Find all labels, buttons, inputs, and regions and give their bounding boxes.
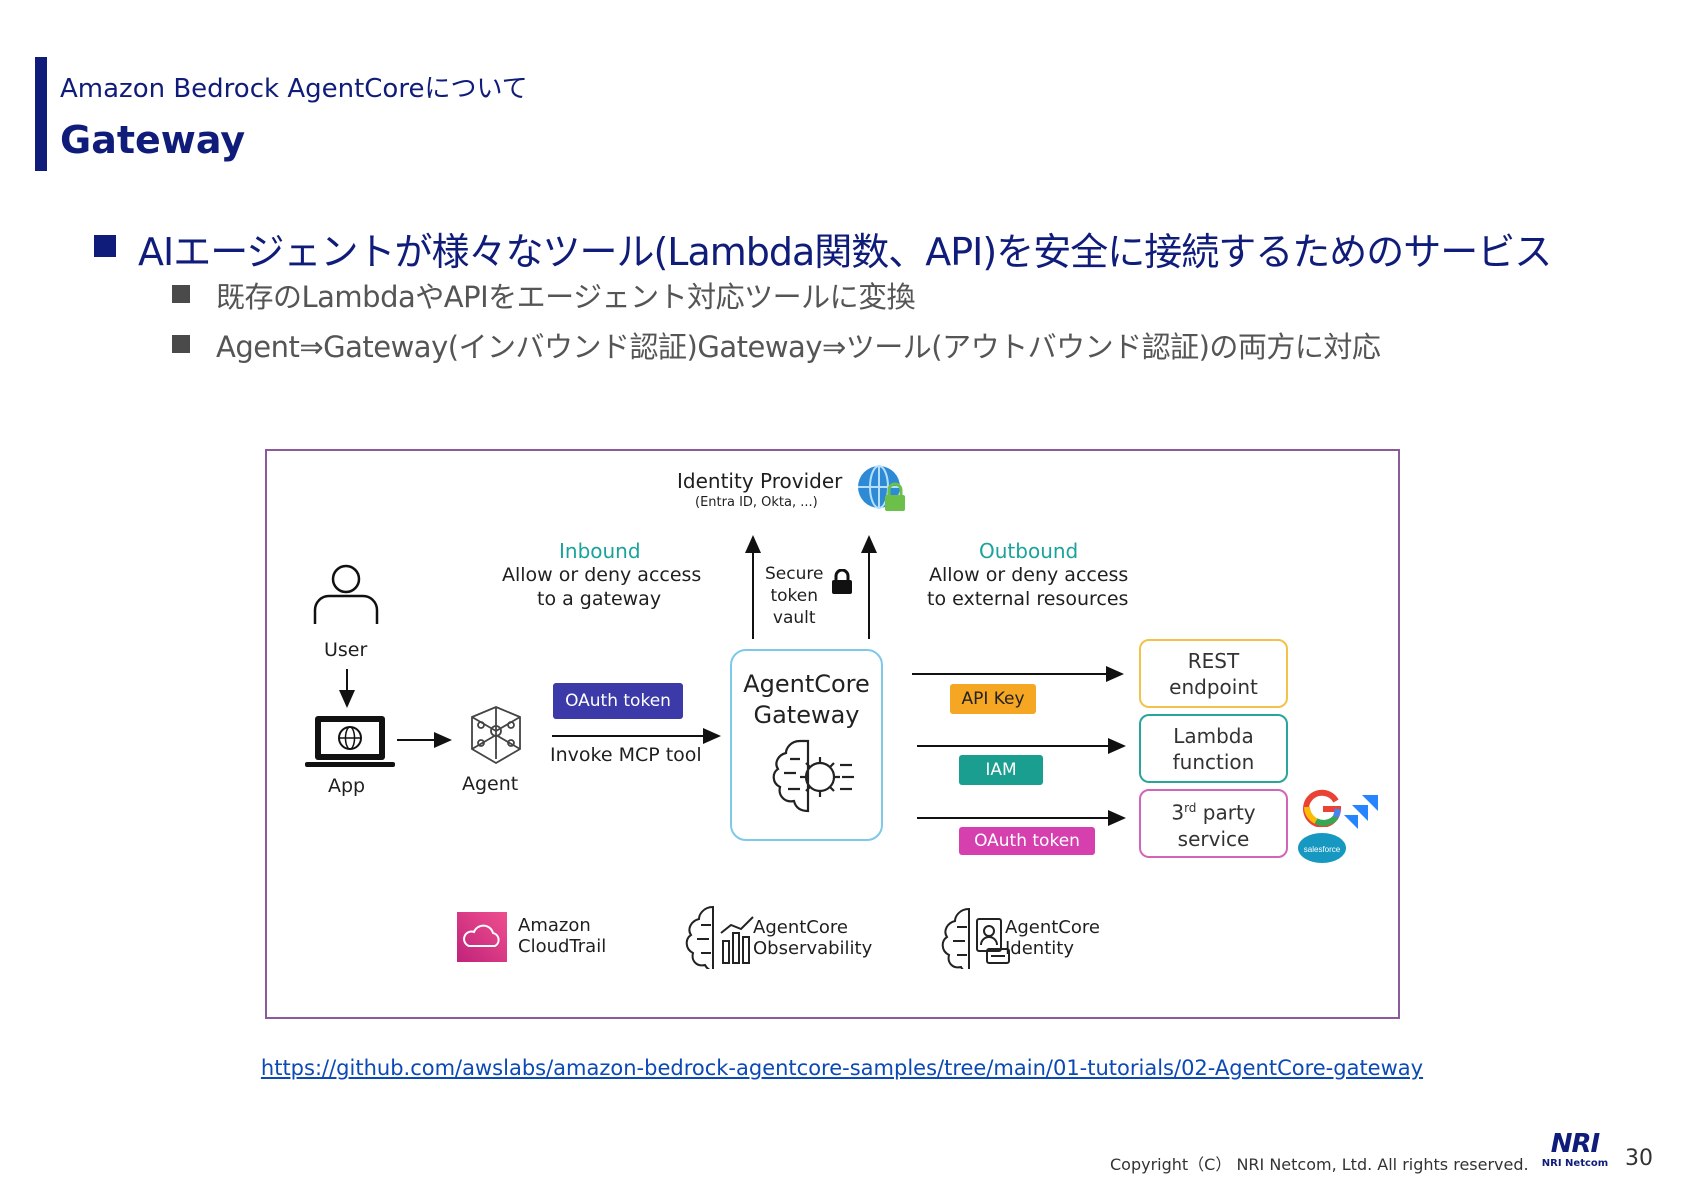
observability-line2: Observability	[753, 938, 873, 959]
sub-bullet-square-icon	[172, 335, 190, 353]
iam-badge: IAM	[959, 755, 1043, 785]
vault-line3: vault	[772, 608, 816, 628]
agent-label: Agent	[462, 773, 519, 795]
main-bullet-text: AIエージェントが様々なツール(Lambda関数、API)を安全に接続するための…	[138, 230, 1552, 274]
third-party-service-target: 3rd party service	[1139, 789, 1288, 858]
outbound-title: Outbound	[979, 539, 1079, 563]
api-key-badge: API Key	[950, 684, 1036, 714]
oauth-token-outbound-badge: OAuth token	[959, 827, 1095, 855]
inbound-title: Inbound	[559, 539, 641, 563]
vault-line2: token	[770, 586, 818, 606]
outbound-desc-line2: to external resources	[927, 588, 1129, 610]
diagram-connectors	[339, 535, 1126, 826]
rest-endpoint-target: REST endpoint	[1139, 639, 1288, 708]
sub-bullet-text: Agent⇒Gateway(インバウンド認証)Gateway⇒ツール(アウトバウ…	[216, 330, 1381, 364]
copyright-text: Copyright（C） NRI Netcom, Ltd. All rights…	[1110, 1155, 1529, 1174]
sub-bullet-text: 既存のLambdaやAPIをエージェント対応ツールに変換	[216, 280, 916, 314]
third-sup: rd	[1184, 801, 1197, 816]
user-icon	[313, 564, 379, 624]
vault-line1: Secure	[765, 564, 824, 584]
nri-netcom-logo: NRI NRI Netcom	[1540, 1130, 1610, 1170]
third-num: 3	[1171, 800, 1185, 825]
inbound-desc-line1: Allow or deny access	[502, 564, 702, 586]
identity-provider-title: Identity Provider	[677, 469, 843, 493]
observability-label: AgentCore Observability	[753, 917, 872, 959]
cloudtrail-line1: Amazon	[518, 915, 591, 936]
page-number: 30	[1625, 1146, 1653, 1171]
nri-logo-text: NRI Netcom	[1541, 1158, 1609, 1169]
nri-logo-mark: NRI	[1550, 1129, 1600, 1159]
third-line2: service	[1177, 826, 1250, 851]
salesforce-logo-text: salesforce	[1304, 845, 1341, 854]
cloudtrail-line2: CloudTrail	[518, 936, 607, 957]
user-label: User	[324, 639, 368, 661]
outbound-desc-line1: Allow or deny access	[929, 564, 1129, 586]
agentcore-observability-icon	[685, 905, 754, 969]
oauth-token-inbound-badge: OAuth token	[553, 683, 683, 719]
cloudtrail-icon	[457, 912, 507, 962]
identity-provider-sub: (Entra ID, Okta, ...)	[695, 495, 818, 510]
third-rest: party	[1196, 800, 1256, 825]
salesforce-logo-icon: salesforce	[1298, 833, 1346, 863]
rest-line2: endpoint	[1169, 674, 1258, 699]
agent-brain-icon	[471, 706, 521, 765]
lambda-line2: function	[1172, 749, 1255, 774]
jira-logo-icon	[1344, 795, 1378, 829]
invoke-mcp-tool-label: Invoke MCP tool	[550, 744, 702, 766]
lambda-line1: Lambda	[1173, 723, 1254, 748]
app-label: App	[328, 775, 366, 797]
gateway-architecture-diagram: Identity Provider (Entra ID, Okta, ...) …	[265, 449, 1400, 1019]
header-accent-bar	[35, 57, 47, 171]
identity-provider-globe-icon	[858, 465, 905, 511]
github-samples-link[interactable]: https://github.com/awslabs/amazon-bedroc…	[260, 1056, 1424, 1080]
identity-line2: Identity	[1005, 938, 1074, 959]
lambda-function-target: Lambda function	[1139, 714, 1288, 783]
lock-icon	[832, 569, 852, 594]
rest-line1: REST	[1187, 648, 1240, 673]
agentcore-gateway-box: AgentCore Gateway	[730, 649, 883, 841]
cloudtrail-label: Amazon CloudTrail	[518, 915, 606, 957]
identity-line1: AgentCore	[1005, 917, 1100, 938]
gateway-line2: Gateway	[753, 701, 860, 729]
bullet-square-icon	[94, 235, 116, 257]
gateway-brain-gear-icon	[772, 739, 854, 813]
observability-line1: AgentCore	[753, 917, 848, 938]
gateway-line1: AgentCore	[743, 670, 870, 698]
sub-bullet-square-icon	[172, 285, 190, 303]
slide-subtitle: Amazon Bedrock AgentCoreについて	[60, 74, 528, 104]
google-logo-icon	[1303, 789, 1342, 827]
inbound-desc-line2: to a gateway	[537, 588, 662, 610]
secure-token-vault-label: Secure token vault	[765, 563, 823, 629]
app-laptop-icon	[305, 716, 395, 767]
agentcore-identity-icon	[941, 907, 1010, 969]
identity-service-label: AgentCore Identity	[1005, 917, 1100, 959]
slide-title: Gateway	[60, 118, 246, 162]
